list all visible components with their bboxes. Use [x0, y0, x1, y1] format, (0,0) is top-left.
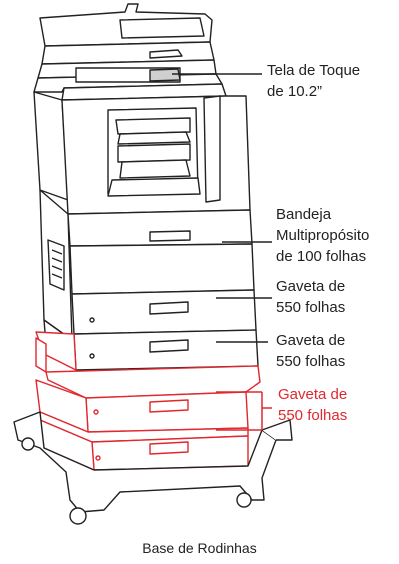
label-caster-base: Base de Rodinhas [142, 540, 257, 556]
label-drawer-1: Gaveta de 550 folhas [276, 278, 346, 316]
multipurpose-tray [67, 209, 255, 295]
label-drawer-2: Gaveta de 550 folhas [276, 332, 346, 370]
label-touchscreen: Tela de Toque de 10.2” [267, 62, 361, 100]
callout-lines [172, 73, 272, 343]
callout-bracket-optional [216, 391, 272, 431]
optional-drawers [35, 331, 261, 471]
label-multipurpose-tray: Bandeja Multipropósito de 100 folhas [276, 206, 370, 265]
output-bins [107, 107, 201, 197]
label-drawer-optional: Gaveta de 550 folhas [278, 386, 348, 424]
document-feeder [37, 3, 217, 79]
caster-base [13, 411, 293, 525]
drawer-2 [73, 329, 259, 371]
